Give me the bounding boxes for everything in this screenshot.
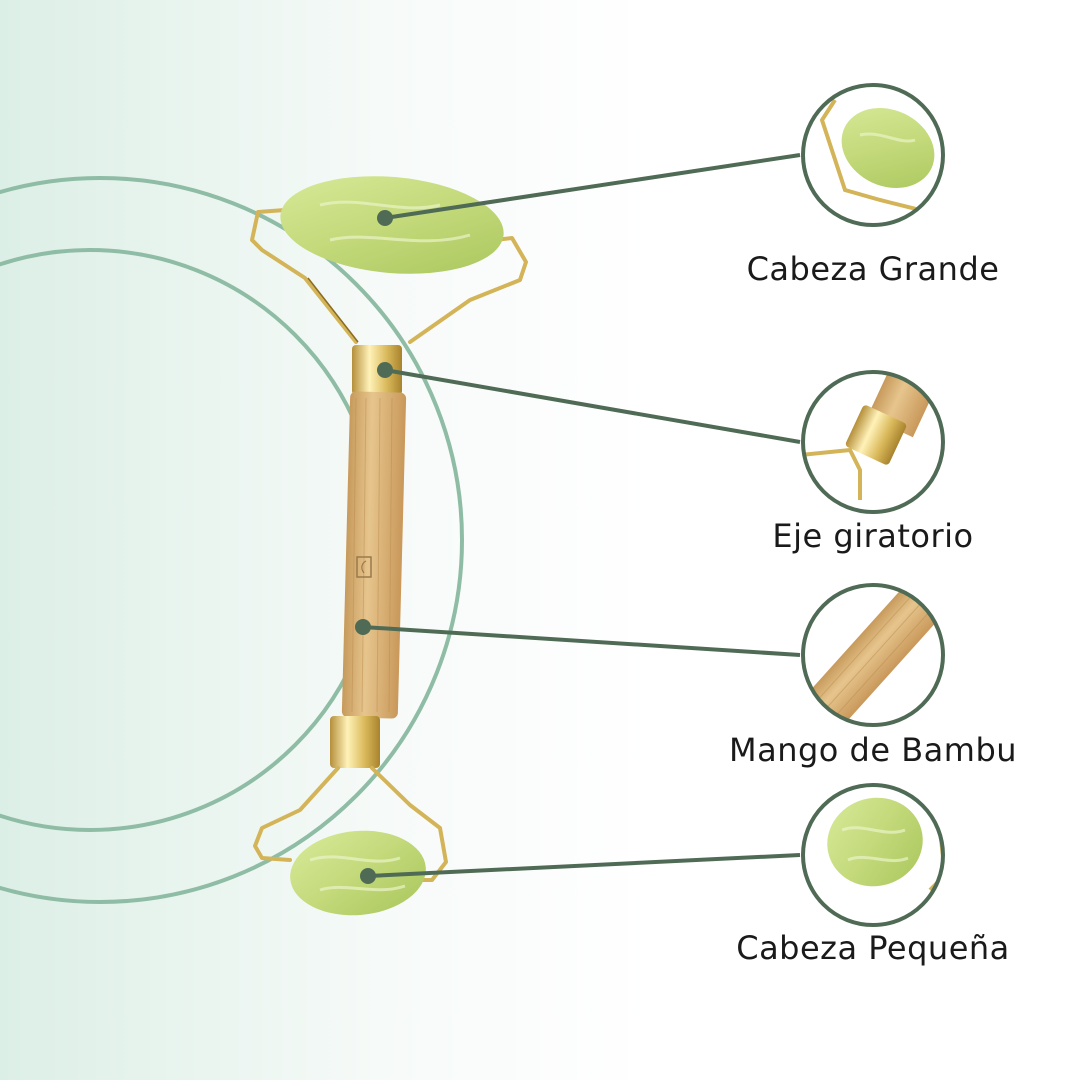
- callouts: [355, 153, 801, 884]
- label-big-head: Cabeza Grande: [746, 250, 1000, 288]
- callout-line-handle: [362, 625, 801, 657]
- callout-line-small-head: [367, 853, 801, 878]
- bottom-wire-frame: [253, 766, 448, 882]
- label-handle: Mango de Bambu: [728, 731, 1018, 769]
- small-jade-head: [290, 830, 426, 916]
- callout-dot-handle: [355, 619, 371, 635]
- jade-roller: [250, 176, 528, 916]
- callout-line-pivot: [384, 368, 801, 444]
- callout-dot-small-head: [360, 868, 376, 884]
- zoom-circle-handle: [801, 583, 945, 727]
- top-wire-frame: [250, 208, 528, 344]
- bottom-gold-ferrule: [330, 716, 380, 768]
- callout-dot-pivot: [377, 362, 393, 378]
- big-jade-head: [280, 176, 504, 274]
- label-small-head: Cabeza Pequeña: [736, 929, 1010, 967]
- zoom-circle-big-head: [801, 83, 945, 227]
- label-pivot: Eje giratorio: [772, 517, 974, 555]
- callout-dot-big-head: [377, 210, 393, 226]
- decor-ring-outer: [0, 176, 464, 904]
- leaf-mark-icon: [356, 556, 372, 578]
- zoom-circle-small-head: [801, 783, 945, 927]
- callout-line-big-head: [384, 153, 801, 220]
- bamboo-handle: [341, 391, 407, 719]
